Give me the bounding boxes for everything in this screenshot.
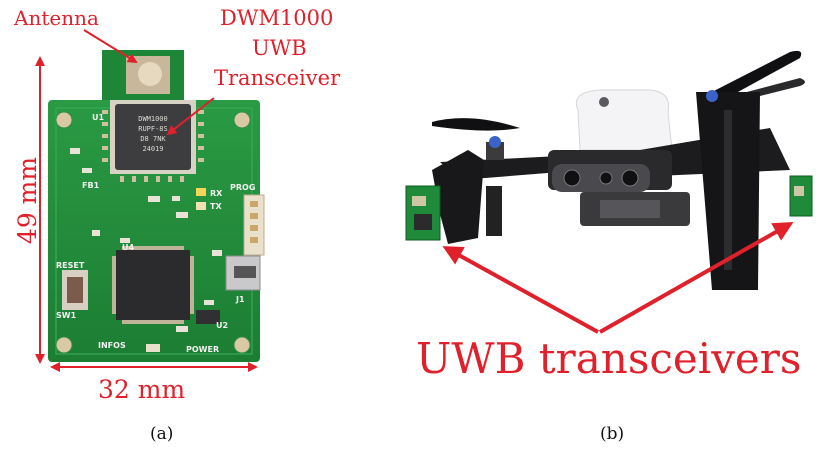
silk-prog: PROG [230, 183, 256, 192]
caption-a: (a) [150, 424, 174, 444]
transceiver-label-line2: UWB [252, 36, 307, 60]
battery-pack [575, 89, 673, 151]
right-transceiver-arrow [599, 222, 794, 334]
silk-u4: U4 [122, 243, 135, 252]
chip-marking-line2: RUPF-8S [138, 125, 168, 133]
silk-j1: J1 [236, 295, 245, 304]
silk-u2: U2 [216, 321, 229, 330]
silk-rx: RX [210, 189, 223, 198]
chip-marking-line1: DWM1000 [138, 115, 168, 123]
silk-power: POWER [186, 345, 220, 354]
transceiver-label-line1: DWM1000 [220, 6, 334, 30]
drone-photo [405, 50, 813, 290]
transceiver-pointer-arrow [166, 97, 215, 136]
dwm1000-chip [115, 104, 191, 170]
antenna-label: Antenna [14, 6, 99, 30]
caption-b: (b) [600, 424, 625, 444]
silk-reset: RESET [56, 261, 85, 270]
transceiver-label-line3: Transceiver [214, 66, 341, 90]
silk-u1: U1 [92, 113, 105, 122]
pcb-body [48, 100, 260, 362]
uwb-board-left [405, 185, 441, 241]
silk-sw1: SW1 [56, 311, 77, 320]
left-transceiver-arrow [442, 246, 599, 334]
uwb-transceivers-label: UWB transceivers [416, 334, 802, 383]
width-label: 32 mm [98, 375, 186, 404]
pcb-board-photo [48, 50, 265, 362]
silk-fb1: FB1 [82, 181, 100, 190]
chip-marking-line4: 24019 [142, 145, 164, 153]
height-label: 49 mm [13, 156, 43, 245]
right-propeller-upper [704, 50, 802, 104]
silk-infos: INFOS [98, 341, 126, 350]
left-propeller [432, 118, 520, 131]
chip-marking-line3: D8 7NK [140, 135, 166, 143]
antenna-pointer-arrow [83, 29, 138, 64]
silk-tx: TX [210, 202, 222, 211]
microcontroller-chip [116, 250, 190, 320]
left-leg [432, 150, 484, 244]
